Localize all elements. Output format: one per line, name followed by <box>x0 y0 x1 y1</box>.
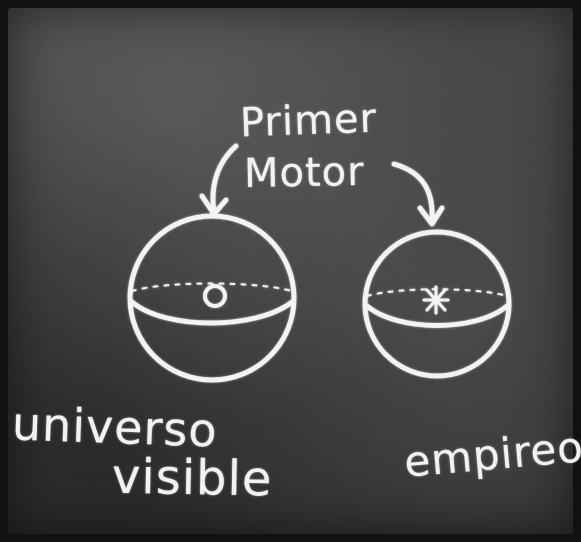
center-star-marker <box>424 287 448 313</box>
label-motor: Motor <box>244 149 365 197</box>
arrow-to-universo-visible <box>202 146 236 214</box>
label-visible: visible <box>112 449 273 508</box>
sphere-empireo <box>365 232 509 376</box>
center-circle-marker <box>205 286 225 306</box>
sphere-universo-visible <box>130 216 294 380</box>
arrow-to-empireo <box>394 164 442 224</box>
label-primer: Primer <box>239 96 378 147</box>
